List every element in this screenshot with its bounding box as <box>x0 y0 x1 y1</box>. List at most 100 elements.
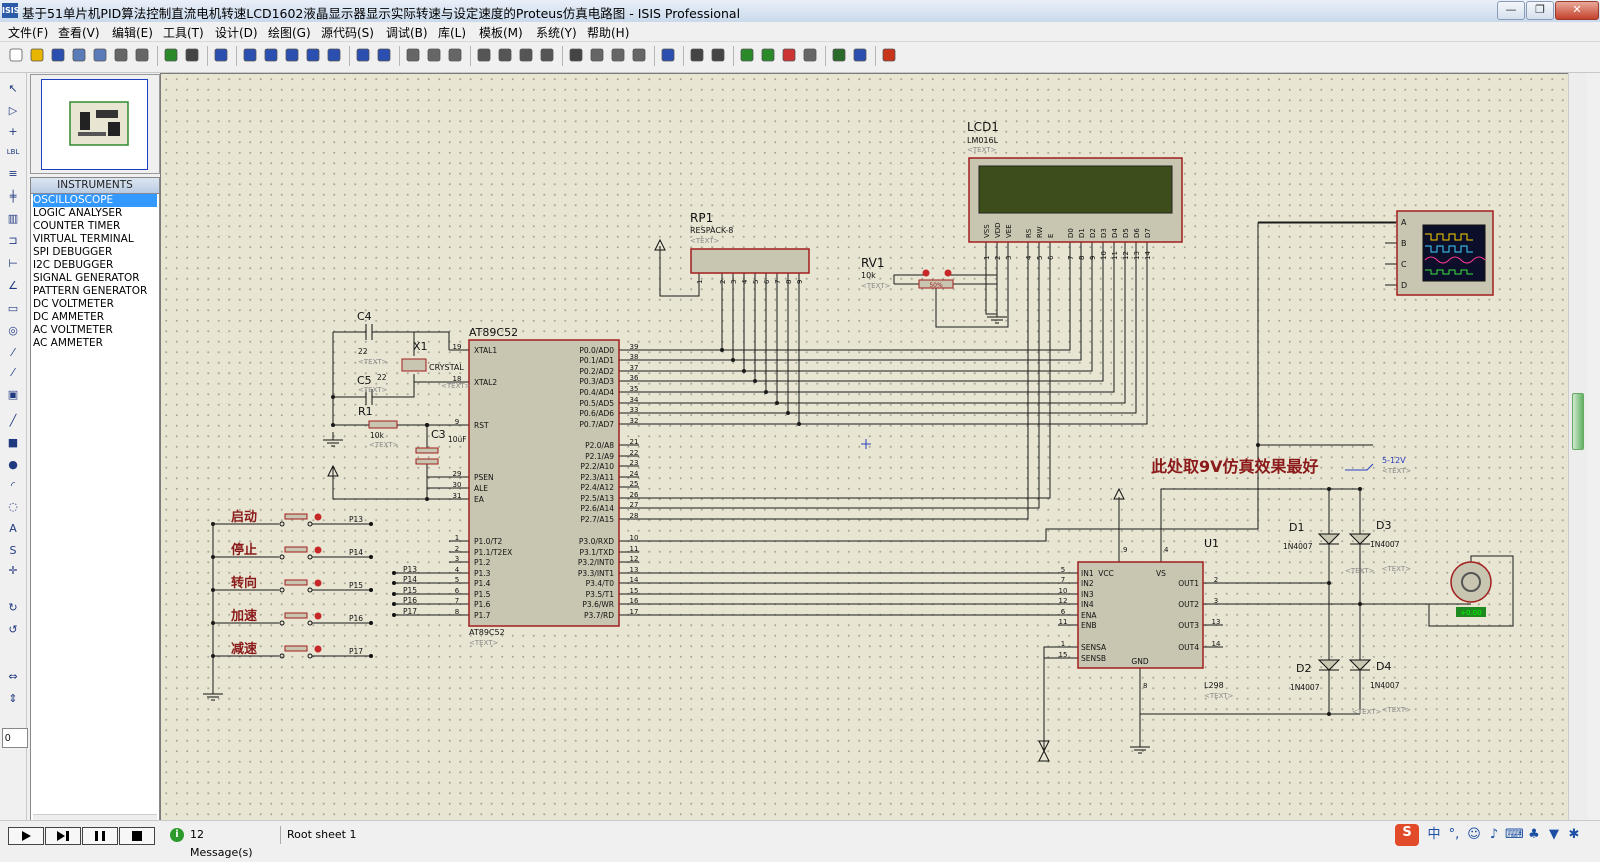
remove-sheet-icon[interactable] <box>760 47 776 63</box>
zoom-out-icon[interactable] <box>284 47 300 63</box>
generator-icon[interactable]: ◎ <box>8 324 18 337</box>
menu-1[interactable]: 查看(V) <box>58 26 100 40</box>
pick-device-icon[interactable] <box>568 47 584 63</box>
menu-5[interactable]: 绘图(G) <box>268 26 311 40</box>
save-icon[interactable] <box>50 47 66 63</box>
search-icon[interactable] <box>689 47 705 63</box>
zoom-area-icon[interactable] <box>326 47 342 63</box>
user-icon[interactable]: ♣ <box>1528 827 1540 842</box>
pause-button[interactable] <box>82 827 118 845</box>
export-icon[interactable] <box>92 47 108 63</box>
keyboard-icon[interactable]: ⌨ <box>1505 827 1524 842</box>
paste-icon[interactable] <box>447 47 463 63</box>
instrument-item[interactable]: I2C DEBUGGER <box>33 259 114 271</box>
selection-icon[interactable]: ↖ <box>8 82 18 95</box>
voltage-probe-icon[interactable]: ⁄ <box>12 346 14 359</box>
block-rotate-icon[interactable] <box>518 47 534 63</box>
skin-icon[interactable]: ▼ <box>1549 827 1559 842</box>
emoji-icon[interactable]: ☺ <box>1467 827 1481 842</box>
undo-icon[interactable] <box>355 47 371 63</box>
rotate-ccw-icon[interactable]: ↺ <box>8 623 18 636</box>
circle-icon[interactable]: ● <box>8 458 18 471</box>
current-probe-icon[interactable]: ⁄ <box>12 366 14 379</box>
instrument-item[interactable]: LOGIC ANALYSER <box>33 207 123 219</box>
zoom-all-icon[interactable] <box>305 47 321 63</box>
open-icon[interactable] <box>29 47 45 63</box>
junction-icon[interactable]: + <box>8 125 18 138</box>
punctuation-icon[interactable]: °, <box>1448 827 1460 842</box>
sogou-ime-icon[interactable]: S <box>1395 824 1419 846</box>
scroll-thumb[interactable] <box>1572 393 1584 450</box>
wire-autorouter-icon[interactable] <box>660 47 676 63</box>
mirror-y-icon[interactable]: ⇕ <box>8 692 18 705</box>
menu-9[interactable]: 模板(M) <box>479 26 523 40</box>
origin-icon[interactable] <box>213 47 229 63</box>
vertical-scrollbar[interactable] <box>1568 73 1587 820</box>
marker-icon[interactable]: ✛ <box>8 564 18 577</box>
mirror-x-icon[interactable]: ⇔ <box>8 670 18 683</box>
print-icon[interactable] <box>113 47 129 63</box>
overview-window[interactable] <box>30 74 160 174</box>
new-sheet-icon[interactable] <box>739 47 755 63</box>
menu-8[interactable]: 库(L) <box>438 26 467 40</box>
step-button[interactable] <box>45 827 81 845</box>
toolbox-icon[interactable]: ✱ <box>1568 827 1580 842</box>
exit-sheet-icon[interactable] <box>781 47 797 63</box>
wire-label-icon[interactable]: LBL <box>6 148 20 156</box>
instrument-item[interactable]: AC AMMETER <box>33 337 103 349</box>
component-icon[interactable]: ▷ <box>8 104 18 117</box>
property-tool-icon[interactable] <box>710 47 726 63</box>
graph-icon[interactable]: ∠ <box>8 279 18 292</box>
refresh-icon[interactable] <box>163 47 179 63</box>
instrument-item[interactable]: SPI DEBUGGER <box>33 246 113 258</box>
zoom-in-icon[interactable] <box>263 47 279 63</box>
menu-2[interactable]: 编辑(E) <box>112 26 153 40</box>
virtual-instrument-icon[interactable]: ▣ <box>7 388 19 401</box>
text-script-icon[interactable]: ≡ <box>8 167 18 180</box>
instrument-item[interactable]: SIGNAL GENERATOR <box>33 272 140 284</box>
tape-recorder-icon[interactable]: ▭ <box>7 302 19 315</box>
messages-indicator[interactable]: i 12 Message(s) <box>170 826 270 859</box>
grid-icon[interactable] <box>184 47 200 63</box>
ares-icon[interactable] <box>881 47 897 63</box>
instrument-item[interactable]: VIRTUAL TERMINAL <box>33 233 134 245</box>
close-button[interactable]: ✕ <box>1555 1 1599 20</box>
rotate-cw-icon[interactable]: ↻ <box>8 601 18 614</box>
arc-icon[interactable]: ◜ <box>10 479 16 492</box>
device-pin-icon[interactable]: ⊢ <box>8 257 18 270</box>
decompose-icon[interactable] <box>631 47 647 63</box>
cut-icon[interactable] <box>405 47 421 63</box>
menu-10[interactable]: 系统(Y) <box>536 26 577 40</box>
instrument-item[interactable]: DC VOLTMETER <box>33 298 114 310</box>
rotation-angle-input[interactable] <box>2 728 28 748</box>
instrument-item[interactable]: PATTERN GENERATOR <box>33 285 148 297</box>
make-device-icon[interactable] <box>589 47 605 63</box>
print-area-icon[interactable] <box>134 47 150 63</box>
menu-7[interactable]: 调试(B) <box>386 26 428 40</box>
overview-viewport[interactable] <box>41 79 148 170</box>
subcircuit-icon[interactable]: ▥ <box>7 212 19 225</box>
bus-icon[interactable]: ╪ <box>9 190 17 203</box>
instrument-item[interactable]: AC VOLTMETER <box>33 324 113 336</box>
chinese-mode-icon[interactable]: 中 <box>1427 827 1441 842</box>
text-icon[interactable]: A <box>9 522 17 535</box>
terminal-icon[interactable]: ⊐ <box>8 234 18 247</box>
import-icon[interactable] <box>71 47 87 63</box>
new-icon[interactable] <box>8 47 24 63</box>
package-icon[interactable] <box>610 47 626 63</box>
instrument-item[interactable]: DC AMMETER <box>33 311 105 323</box>
line-icon[interactable]: ╱ <box>9 414 17 427</box>
pan-icon[interactable] <box>242 47 258 63</box>
block-delete-icon[interactable] <box>539 47 555 63</box>
erc-icon[interactable] <box>852 47 868 63</box>
menu-0[interactable]: 文件(F) <box>8 26 49 40</box>
instrument-item[interactable]: COUNTER TIMER <box>33 220 121 232</box>
block-move-icon[interactable] <box>497 47 513 63</box>
maximize-button[interactable]: ❐ <box>1526 1 1554 20</box>
minimize-button[interactable]: — <box>1497 1 1525 20</box>
play-button[interactable] <box>8 827 44 845</box>
redo-icon[interactable] <box>376 47 392 63</box>
microphone-icon[interactable]: ♪ <box>1489 827 1499 842</box>
menu-11[interactable]: 帮助(H) <box>587 26 630 40</box>
